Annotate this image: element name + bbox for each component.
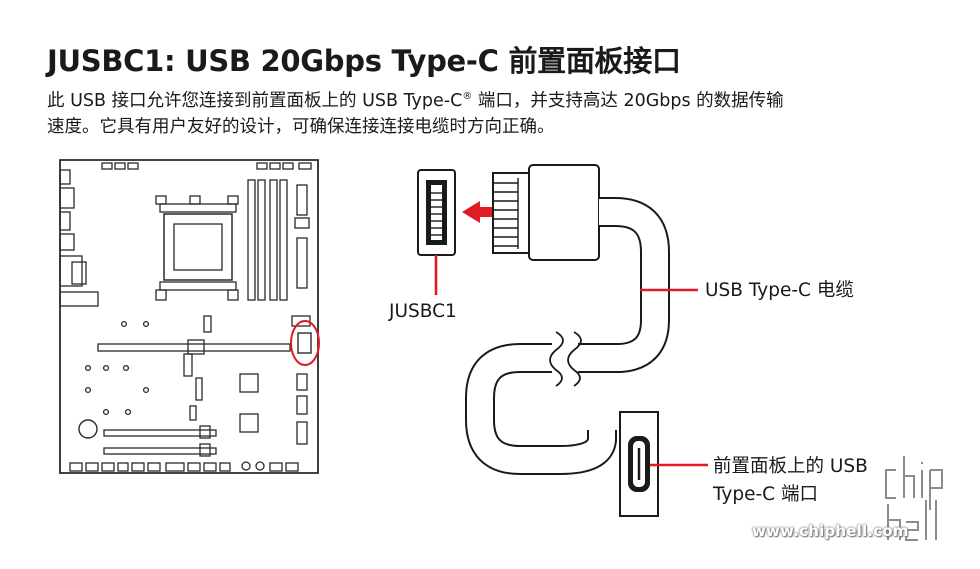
motherboard-illustration	[59, 159, 319, 474]
jusbc1-label: JUSBC1	[389, 301, 457, 322]
front-port-label-line1: 前置面板上的 USB	[713, 456, 868, 477]
cable-label: USB Type-C 电缆	[705, 280, 854, 301]
front-port-label-line2: Type-C 端口	[713, 484, 818, 505]
jusbc1-highlight-circle	[290, 320, 320, 366]
chiphell-logo	[885, 456, 943, 541]
jusbc1-connector-illustration	[417, 169, 456, 295]
page-title: JUSBC1: USB 20Gbps Type-C 前置面板接口	[47, 44, 681, 78]
registered-mark: ®	[462, 91, 473, 102]
front-panel-port-illustration	[619, 411, 708, 517]
description: 此 USB 接口允许您连接到前置面板上的 USB Type-C® 端口，并支持高…	[47, 84, 947, 140]
usb-type-c-cable-illustration	[465, 164, 698, 475]
watermark-url: www.chiphell.com	[752, 522, 909, 540]
insert-arrow	[462, 201, 502, 223]
description-line2: 速度。它具有用户友好的设计，可确保连接连接电缆时方向正确。	[47, 116, 555, 137]
description-line1-end: 端口，并支持高达 20Gbps 的数据传输	[472, 90, 784, 111]
description-line1: 此 USB 接口允许您连接到前置面板上的 USB Type-C	[47, 90, 463, 111]
